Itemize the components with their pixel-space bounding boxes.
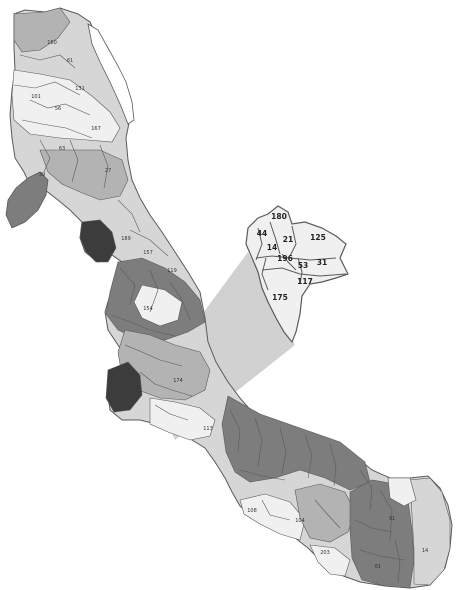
- boundary-line: [117, 199, 141, 233]
- lagoon: [87, 23, 135, 125]
- region-fills: [11, 7, 451, 589]
- main-labels: 160 61 131 101 56 167 63 39 27 189 157 1…: [31, 40, 428, 570]
- label-north-6: 63: [59, 146, 65, 152]
- region-central-light: [133, 284, 183, 327]
- boundary-line: [239, 469, 286, 481]
- region-central-lightest: [149, 397, 216, 441]
- boundary-line: [124, 344, 183, 367]
- label-north-2: 131: [75, 86, 85, 92]
- inset-map: 180 44 21 125 14 196 53 31 117 175: [245, 205, 349, 344]
- boundary-line: [149, 269, 159, 313]
- inset-label-53: 53: [298, 261, 308, 270]
- boundary-line: [119, 267, 136, 306]
- boundary-line: [359, 549, 406, 561]
- region-south-light: [239, 493, 306, 541]
- boundary-line: [39, 139, 51, 173]
- region-north-light: [11, 69, 121, 143]
- boundary-line: [229, 409, 241, 453]
- inset-boundaries: [255, 221, 347, 291]
- label-south-5: 61: [375, 564, 381, 570]
- label-mid-2: 119: [167, 268, 177, 274]
- label-mid-1: 157: [143, 250, 153, 256]
- label-south-1: 108: [247, 508, 257, 514]
- boundary-line: [111, 314, 176, 337]
- inset-label-21: 21: [283, 235, 293, 244]
- boundary-line: [329, 443, 337, 487]
- inset-boundary-line: [255, 227, 263, 261]
- label-north-5: 167: [91, 126, 101, 132]
- boundary-line: [154, 404, 189, 421]
- inset-boundary-line: [289, 225, 297, 257]
- label-north-3: 101: [31, 94, 41, 100]
- label-south-6: 14: [422, 548, 428, 554]
- boundary-line: [354, 519, 393, 533]
- label-mid-4: 174: [173, 378, 183, 384]
- region-south-mid: [294, 483, 356, 543]
- inset-label-180: 180: [271, 212, 287, 221]
- boundary-line: [169, 281, 191, 321]
- boundary-line: [69, 139, 79, 183]
- label-north-8: 27: [105, 168, 111, 174]
- inset-label-196: 196: [277, 254, 293, 263]
- region-east-lightest: [387, 477, 417, 507]
- boundary-line: [21, 119, 93, 139]
- boundary-line: [254, 417, 263, 467]
- inset-labels: 180 44 21 125 14 196 53 31 117 175: [257, 212, 327, 302]
- region-east-light: [409, 477, 451, 586]
- inset-label-125: 125: [310, 233, 326, 242]
- region-south-lightest: [309, 544, 351, 577]
- municipality-boundaries: [13, 54, 406, 583]
- label-mid-3: 154: [143, 306, 153, 312]
- boundary-line: [279, 427, 287, 475]
- region-southeast-dark: [221, 395, 371, 491]
- label-north-7: 39: [39, 172, 45, 178]
- label-north-4: 56: [55, 106, 61, 112]
- inset-boundary-line: [269, 221, 281, 255]
- inset-label-117: 117: [297, 277, 313, 286]
- western-lobe: [5, 171, 49, 229]
- inset-boundary-line: [261, 267, 347, 277]
- label-south-3: 203: [320, 550, 330, 556]
- inset-label-44: 44: [257, 229, 267, 238]
- boundary-line: [379, 489, 393, 541]
- boundary-line: [394, 539, 401, 583]
- inset-outline: [245, 205, 349, 344]
- boundary-line: [19, 54, 76, 69]
- region-dark-patch-2: [105, 361, 143, 413]
- label-north-1: 61: [67, 58, 73, 64]
- region-north-mid: [39, 149, 129, 201]
- boundary-line: [304, 433, 313, 479]
- boundary-line: [13, 81, 81, 96]
- inset-label-14: 14: [267, 243, 277, 252]
- boundary-line: [261, 499, 291, 521]
- inset-boundary-line: [281, 253, 297, 271]
- region-dark-patch-1: [79, 219, 117, 263]
- boundary-line: [359, 469, 373, 511]
- boundary-line: [99, 144, 109, 189]
- label-north-top: 160: [47, 40, 57, 46]
- inset-boundary-line: [255, 255, 337, 261]
- label-mid-5: 113: [203, 426, 213, 432]
- label-south-4: 91: [389, 516, 395, 522]
- boundary-line: [139, 371, 193, 397]
- inset-label-175: 175: [272, 293, 288, 302]
- region-north-top: [13, 7, 71, 53]
- inset-boundary-line: [261, 257, 269, 291]
- label-north-9: 189: [121, 236, 131, 242]
- boundary-line: [314, 499, 341, 529]
- boundary-line: [129, 229, 169, 257]
- label-south-2: 104: [295, 518, 305, 524]
- inset-boundary-line: [297, 257, 303, 285]
- inset-label-31: 31: [317, 258, 327, 267]
- boundary-line: [29, 99, 91, 116]
